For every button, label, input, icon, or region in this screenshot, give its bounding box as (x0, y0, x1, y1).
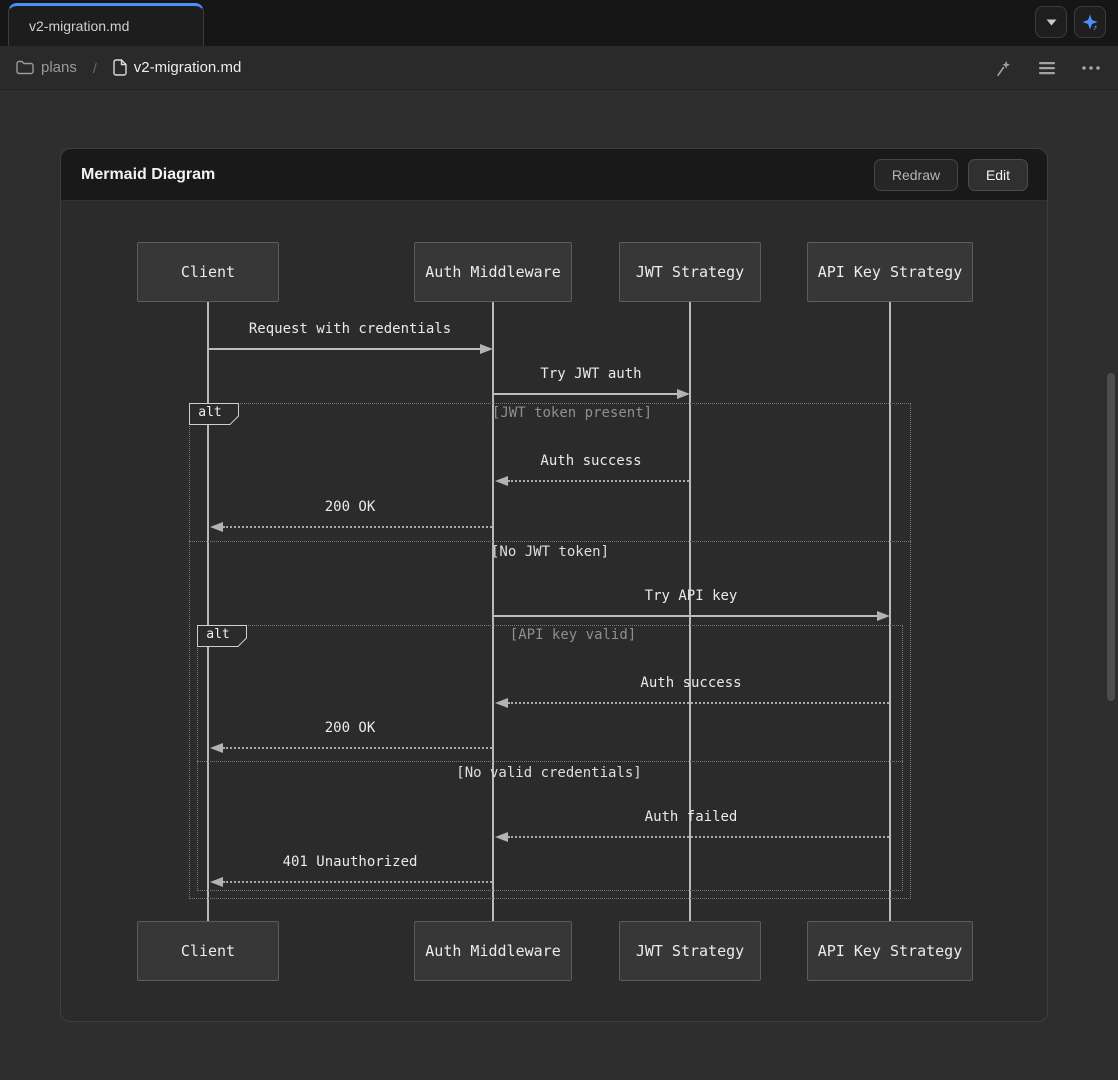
panel-title: Mermaid Diagram (81, 165, 216, 183)
message-line (223, 526, 492, 528)
redraw-button[interactable]: Redraw (874, 159, 958, 191)
participant-auth-middleware-top: Auth Middleware (414, 242, 572, 302)
tab-label: v2-migration.md (29, 18, 130, 34)
message-label: 200 OK (324, 499, 376, 515)
breadcrumb-bar: plans / v2-migration.md (0, 46, 1118, 90)
breadcrumb-toolbar (990, 46, 1104, 90)
message-line (223, 881, 492, 883)
edit-button[interactable]: Edit (968, 159, 1028, 191)
lifeline-client (207, 302, 209, 921)
message-line (508, 836, 889, 838)
message-label: Request with credentials (248, 321, 452, 337)
chevron-down-icon (1046, 19, 1057, 26)
participant-api-key-strategy-top: API Key Strategy (807, 242, 973, 302)
arrowhead (210, 522, 223, 532)
arrowhead (677, 389, 690, 399)
alt-frame-2-divider (197, 761, 903, 762)
message-label: Auth success (640, 675, 742, 691)
tab-dropdown-button[interactable] (1035, 6, 1067, 38)
mermaid-panel: Mermaid Diagram Redraw Edit alt [JWT tok… (60, 148, 1048, 1022)
tab-v2-migration[interactable]: v2-migration.md (8, 3, 204, 46)
message-label: 200 OK (324, 720, 376, 736)
message-line (223, 747, 492, 749)
message-label: Auth success (540, 453, 642, 469)
message-line (494, 615, 877, 617)
alt-frame-1-tag: alt (189, 403, 239, 425)
alt-frame-2-else-condition: [No valid credentials] (456, 765, 642, 781)
message-label: Auth failed (644, 809, 738, 825)
sparkle-icon (1081, 13, 1099, 31)
arrowhead (210, 877, 223, 887)
more-ellipsis-icon[interactable] (1078, 55, 1104, 81)
arrowhead (877, 611, 890, 621)
alt-frame-1-label: alt (198, 405, 222, 420)
lifeline-api-key-strategy (889, 302, 891, 921)
arrowhead (480, 344, 493, 354)
alt-frame-2-tag: alt (197, 625, 247, 647)
lifeline-jwt-strategy (689, 302, 691, 921)
breadcrumb-file: v2-migration.md (133, 59, 242, 76)
arrowhead (495, 476, 508, 486)
menu-hamburger-icon[interactable] (1034, 55, 1060, 81)
arrowhead (210, 743, 223, 753)
alt-frame-2-label: alt (206, 627, 230, 642)
tab-bar: v2-migration.md (0, 0, 1118, 46)
participant-auth-middleware-bottom: Auth Middleware (414, 921, 572, 981)
arrowhead (495, 698, 508, 708)
new-tab-ai-button[interactable] (1074, 6, 1106, 38)
alt-frame-2-condition: [API key valid] (509, 627, 637, 643)
ai-sparkle-wand-icon[interactable] (990, 55, 1016, 81)
alt-frame-1 (189, 403, 911, 899)
folder-icon (16, 60, 34, 75)
breadcrumb-folder[interactable]: plans (41, 59, 77, 76)
participant-jwt-strategy-top: JWT Strategy (619, 242, 761, 302)
lifeline-auth-middleware (492, 302, 494, 921)
participant-api-key-strategy-bottom: API Key Strategy (807, 921, 973, 981)
participant-client-top: Client (137, 242, 279, 302)
message-line (494, 393, 677, 395)
participant-jwt-strategy-bottom: JWT Strategy (619, 921, 761, 981)
sequence-diagram: alt [JWT token present] [No JWT token] a… (61, 201, 1047, 1021)
file-icon (113, 59, 127, 76)
message-line (508, 702, 889, 704)
alt-frame-1-divider (189, 541, 911, 542)
alt-frame-2 (197, 625, 903, 891)
breadcrumb-separator: / (92, 59, 97, 76)
scrollbar-thumb[interactable] (1107, 373, 1115, 701)
message-line (209, 348, 481, 350)
message-label: Try JWT auth (540, 366, 642, 382)
mermaid-panel-header: Mermaid Diagram Redraw Edit (61, 149, 1047, 201)
alt-frame-1-condition: [JWT token present] (491, 405, 653, 421)
message-label: Try API key (644, 588, 738, 604)
arrowhead (495, 832, 508, 842)
message-line (508, 480, 689, 482)
breadcrumb: plans / v2-migration.md (16, 59, 241, 76)
alt-frame-1-else-condition: [No JWT token] (490, 544, 610, 560)
participant-client-bottom: Client (137, 921, 279, 981)
message-label: 401 Unauthorized (282, 854, 418, 870)
